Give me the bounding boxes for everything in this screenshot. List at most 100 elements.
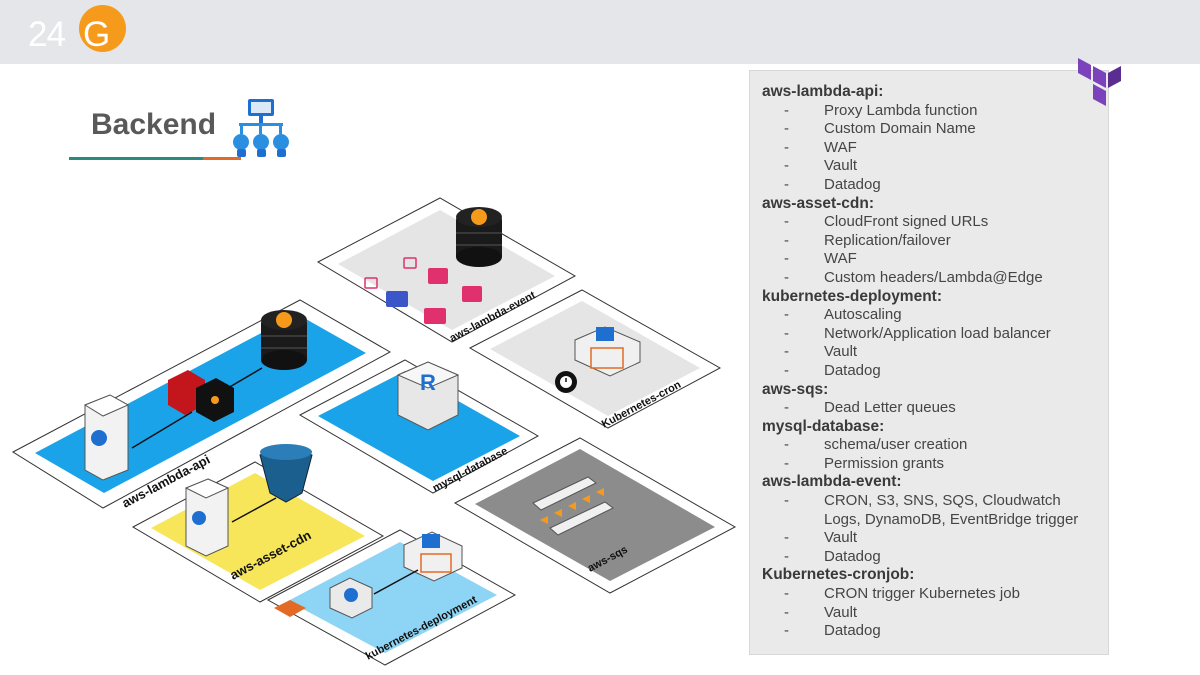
list-item: - Proxy Lambda function (762, 102, 1078, 121)
lambda-stack-icon (456, 207, 502, 267)
section-title: mysql-database: (762, 417, 885, 435)
list-item-text: CloudFront signed URLs (824, 213, 989, 231)
bullet-dash: - (784, 343, 789, 361)
list-item: - Vault (762, 604, 1078, 623)
list-item-text: Vault (824, 343, 858, 361)
bullet-dash: - (784, 138, 789, 156)
company-logo: 24 G (28, 4, 138, 56)
list-item-text: Permission grants (824, 454, 945, 472)
title-underline (69, 157, 241, 160)
bullet-dash: - (784, 622, 789, 640)
list-item: - WAF (762, 250, 1078, 269)
autoscaling-icon (274, 600, 306, 617)
bullet-dash: - (784, 231, 789, 249)
bullet-dash: - (784, 213, 789, 231)
list-item-text: Vault (824, 603, 858, 621)
list-item-text: Custom Domain Name (824, 120, 976, 138)
bullet-dash: - (784, 547, 789, 565)
list-item: - CRON, S3, SNS, SQS, Cloudwatch Logs, Dy… (762, 492, 1078, 529)
logo-letter: G (83, 15, 111, 54)
list-item: - CloudFront signed URLs (762, 213, 1078, 232)
list-item-text: Vault (824, 529, 858, 547)
bullet-dash: - (784, 268, 789, 286)
list-item: - Datadog (762, 176, 1078, 195)
container-icon (403, 531, 463, 582)
queue-icon (532, 476, 614, 536)
load-balancer-icon (329, 577, 373, 619)
list-item-text: WAF (824, 250, 857, 268)
list-item-text: Autoscaling (824, 306, 902, 324)
bullet-dash: - (784, 157, 789, 175)
section-title: Kubernetes-cronjob: (762, 566, 915, 584)
section-title: aws-sqs: (762, 380, 829, 398)
server-icon (184, 478, 230, 557)
logo-circle (79, 5, 126, 52)
top-bar (0, 0, 1200, 64)
server-icon (83, 394, 130, 481)
bullet-dash: - (784, 120, 789, 138)
list-item: - Network/Application load balancer (762, 325, 1078, 344)
bullet-dash: - (784, 101, 789, 119)
list-item-text: CRON, S3, SNS, SQS, Cloudwatch Logs, Dyn… (824, 492, 1079, 528)
container-icon (574, 326, 641, 377)
list-item-text: CRON trigger Kubernetes job (824, 585, 1020, 603)
list-item-text: Datadog (824, 622, 881, 640)
event-source-icons (364, 257, 482, 324)
bullet-dash: - (784, 324, 789, 342)
list-item: - Vault (762, 529, 1078, 548)
page-title: Backend (91, 108, 217, 141)
list-item: - schema/user creation (762, 436, 1078, 455)
cdn-bucket-icon (259, 444, 313, 503)
bullet-dash: - (784, 454, 789, 472)
list-item-text: Dead Letter queues (824, 399, 956, 417)
list-item: - Datadog (762, 362, 1078, 381)
bullet-dash: - (784, 399, 789, 417)
bullet-dash: - (784, 175, 789, 193)
terraform-logo-icon (1074, 55, 1124, 107)
description-panel: aws-lambda-api:-Proxy Lambda function-Cu… (749, 70, 1109, 655)
section-title: aws-asset-cdn: (762, 194, 874, 212)
bullet-dash: - (784, 529, 789, 547)
list-item: - Dead Letter queues (762, 399, 1078, 418)
list-item-text: Proxy Lambda function (824, 101, 978, 119)
bullet-dash: - (784, 361, 789, 379)
list-item: - Datadog (762, 548, 1078, 567)
cron-clock-icon (555, 371, 577, 393)
list-item-text: Replication/failover (824, 231, 951, 249)
list-item: - Replication/failover (762, 232, 1078, 251)
list-item-text: Datadog (824, 175, 881, 193)
list-item-text: Vault (824, 157, 858, 175)
bullet-dash: - (784, 603, 789, 621)
bullet-dash: - (784, 436, 789, 454)
list-item-text: Custom headers/Lambda@Edge (824, 268, 1043, 286)
list-item-text: Network/Application load balancer (824, 324, 1051, 342)
section-title: kubernetes-deployment: (762, 287, 943, 305)
database-icon: R (396, 361, 460, 431)
list-item: - Permission grants (762, 455, 1078, 474)
list-item: - WAF (762, 139, 1078, 158)
bullet-dash: - (784, 492, 789, 510)
backend-hierarchy-icon (228, 97, 294, 161)
bullet-dash: - (784, 250, 789, 268)
logo-number: 24 (28, 15, 66, 54)
list-item: - Custom headers/Lambda@Edge (762, 269, 1078, 288)
list-item-text: WAF (824, 138, 857, 156)
list-item-text: schema/user creation (824, 436, 968, 454)
list-item: - Datadog (762, 622, 1078, 641)
section-title: aws-lambda-event: (762, 473, 902, 491)
architecture-diagram: R (0, 190, 745, 675)
list-item-text: Datadog (824, 361, 881, 379)
list-item-text: Datadog (824, 547, 881, 565)
list-item: - CRON trigger Kubernetes job (762, 585, 1078, 604)
section-title: aws-lambda-api: (762, 83, 884, 100)
description-list: aws-lambda-api:-Proxy Lambda function-Cu… (762, 83, 1078, 641)
list-item: - Vault (762, 343, 1078, 362)
bullet-dash: - (784, 585, 789, 603)
list-item: - Autoscaling (762, 306, 1078, 325)
list-item: - Vault (762, 157, 1078, 176)
api-gateway-icon (168, 370, 234, 422)
bullet-dash: - (784, 306, 789, 324)
svg-text:R: R (420, 370, 436, 395)
list-item: - Custom Domain Name (762, 120, 1078, 139)
lambda-stack-icon (261, 310, 307, 370)
